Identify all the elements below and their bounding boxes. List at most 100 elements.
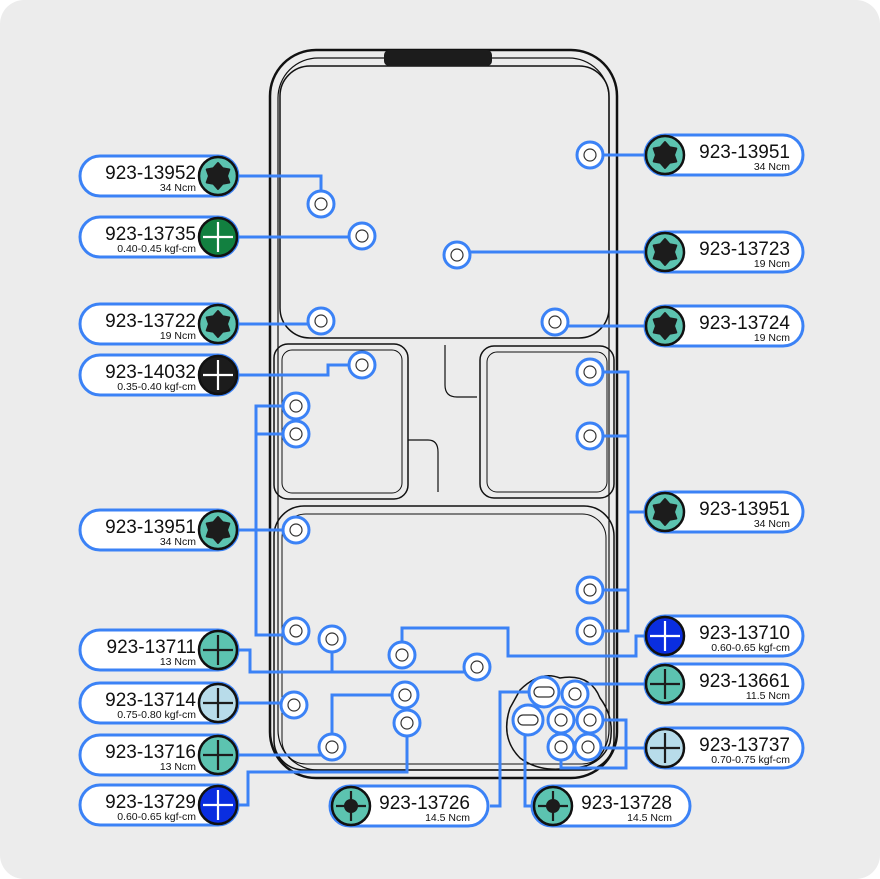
screw-hole — [390, 680, 420, 710]
screw-hole — [575, 616, 605, 646]
torque-spec: 19 Ncm — [754, 258, 790, 270]
torx-icon — [197, 303, 239, 345]
torque-spec: 0.60-0.65 kgf-cm — [711, 642, 790, 654]
part-number: 923-13711 — [107, 637, 196, 658]
screw-hole — [575, 357, 605, 387]
phillips-blue-icon — [644, 615, 686, 657]
screw-slot — [511, 703, 545, 737]
phillips-black-icon — [197, 354, 239, 396]
screw-hole — [306, 189, 336, 219]
screw-holes — [279, 140, 605, 762]
part-number: 923-13710 — [699, 623, 790, 644]
screw-hole — [540, 307, 570, 337]
part-number: 923-13723 — [699, 239, 790, 260]
screw-hole — [387, 640, 417, 670]
torque-spec: 34 Ncm — [754, 161, 790, 173]
torque-spec: 0.40-0.45 kgf-cm — [117, 243, 196, 255]
torque-spec: 13 Ncm — [160, 656, 196, 668]
torque-spec: 13 Ncm — [160, 761, 196, 773]
phillips-teal-icon — [644, 663, 686, 705]
torque-spec: 19 Ncm — [754, 332, 790, 344]
screw-hole — [347, 350, 377, 380]
part-number: 923-13728 — [581, 793, 672, 814]
torque-spec: 11.5 Ncm — [746, 690, 790, 702]
torx-icon — [644, 491, 686, 533]
part-number: 923-13951 — [699, 499, 790, 520]
phillips-blue-icon — [197, 784, 239, 826]
torx-plus-icon — [532, 785, 574, 827]
torx-icon — [644, 305, 686, 347]
torque-spec: 34 Ncm — [754, 518, 790, 530]
torque-spec: 14.5 Ncm — [627, 812, 672, 824]
screw-hole — [306, 306, 336, 336]
torx-icon — [197, 155, 239, 197]
screw-hole — [281, 391, 311, 421]
torque-spec: 0.70-0.75 kgf-cm — [711, 754, 790, 766]
camera-notch — [384, 50, 492, 66]
screw-hole — [560, 679, 590, 709]
phillips-teal-icon — [197, 734, 239, 776]
screw-hole — [573, 732, 603, 762]
screw-hole — [575, 705, 605, 735]
screw-hole — [575, 421, 605, 451]
part-number: 923-13729 — [105, 792, 196, 813]
screw-hole — [279, 690, 309, 720]
connector-lines — [238, 153, 645, 808]
part-number: 923-13951 — [699, 142, 790, 163]
torx-plus-icon — [330, 785, 372, 827]
part-number: 923-13737 — [699, 735, 790, 756]
torque-spec: 34 Ncm — [160, 182, 196, 194]
screw-hole — [392, 708, 422, 738]
part-number: 923-13951 — [105, 517, 196, 538]
torx-icon — [197, 509, 239, 551]
torx-icon — [644, 134, 686, 176]
phillips-lightblue-icon — [644, 727, 686, 769]
screw-hole — [575, 575, 605, 605]
part-number: 923-14032 — [105, 362, 196, 383]
torx-icon — [644, 231, 686, 273]
torque-spec: 0.75-0.80 kgf-cm — [117, 709, 196, 721]
screw-hole — [281, 419, 311, 449]
torque-spec: 19 Ncm — [160, 330, 196, 342]
screw-hole — [575, 140, 605, 170]
phillips-lightblue-icon — [197, 682, 239, 724]
screw-hole — [546, 705, 576, 735]
part-number: 923-13714 — [105, 690, 196, 711]
screw-slot — [527, 675, 561, 709]
part-number: 923-13716 — [105, 742, 196, 763]
torque-spec: 0.35-0.40 kgf-cm — [117, 381, 196, 393]
part-number: 923-13724 — [699, 313, 790, 334]
part-number: 923-13722 — [105, 311, 196, 332]
part-number: 923-13952 — [105, 163, 196, 184]
screw-hole — [462, 652, 492, 682]
torque-spec: 34 Ncm — [160, 536, 196, 548]
part-number: 923-13661 — [699, 671, 790, 692]
part-number: 923-13735 — [105, 224, 196, 245]
part-number: 923-13726 — [379, 793, 470, 814]
screw-hole — [546, 732, 576, 762]
phillips-green-icon — [197, 216, 239, 258]
device-outline — [268, 48, 619, 780]
screw-hole — [317, 732, 347, 762]
phillips-teal-icon — [197, 629, 239, 671]
